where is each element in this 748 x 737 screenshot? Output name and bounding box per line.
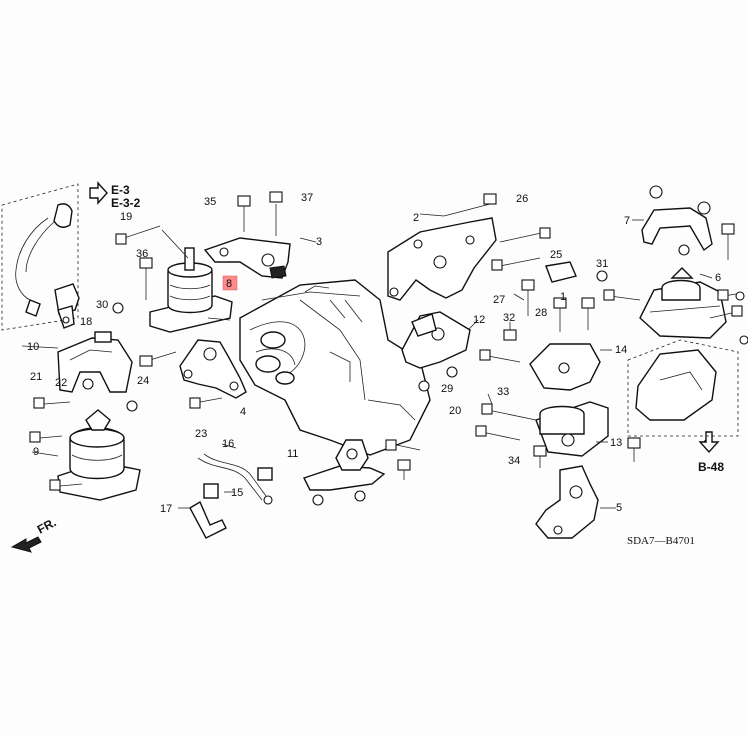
callout-13: 13 bbox=[610, 437, 622, 449]
callout-9: 9 bbox=[33, 446, 39, 458]
callout-29: 29 bbox=[441, 383, 453, 395]
callout-5: 5 bbox=[616, 502, 622, 514]
ref-b48-arrow bbox=[698, 431, 720, 454]
part-11-bracket bbox=[303, 439, 386, 491]
inset-hose-part bbox=[15, 203, 73, 317]
callout-23: 23 bbox=[195, 428, 207, 440]
callout-6: 6 bbox=[715, 272, 721, 284]
front-arrow bbox=[10, 536, 42, 553]
callout-2: 2 bbox=[413, 212, 419, 224]
ref-e3: E-3 bbox=[111, 183, 130, 197]
callout-7: 7 bbox=[624, 215, 630, 227]
part-14-bracket bbox=[529, 343, 601, 391]
diagram-code: SDA7—B4701 bbox=[627, 535, 695, 547]
callout-32: 32 bbox=[503, 312, 515, 324]
connectors bbox=[21, 213, 713, 509]
ref-e3-arrow bbox=[89, 181, 108, 205]
part-9-mount bbox=[57, 409, 141, 501]
callout-22: 22 bbox=[55, 377, 67, 389]
callout-17: 17 bbox=[160, 503, 172, 515]
part-6-mount bbox=[639, 267, 727, 339]
callout-19: 19 bbox=[120, 211, 132, 223]
callout-24: 24 bbox=[137, 375, 149, 387]
part-16-hose bbox=[189, 453, 273, 539]
part-12-mount bbox=[401, 311, 471, 369]
part-7-bracket bbox=[641, 207, 713, 252]
callout-15: 15 bbox=[231, 487, 243, 499]
callout-37: 37 bbox=[301, 192, 313, 204]
callout-35: 35 bbox=[204, 196, 216, 208]
callout-30: 30 bbox=[96, 299, 108, 311]
callout-10: 10 bbox=[27, 341, 39, 353]
callout-3: 3 bbox=[316, 236, 322, 248]
part-4-bracket bbox=[179, 339, 247, 399]
part-13-mount bbox=[535, 401, 609, 457]
ref-e3-2: E-3-2 bbox=[111, 196, 141, 210]
part-2-bracket bbox=[387, 217, 497, 301]
callout-14: 14 bbox=[615, 344, 627, 356]
front-label: FR. bbox=[35, 515, 59, 536]
callout-34: 34 bbox=[508, 455, 520, 467]
part-18-bracket bbox=[57, 305, 75, 329]
callout-18: 18 bbox=[80, 316, 92, 328]
part-5-bracket bbox=[535, 465, 599, 539]
part-8-mount bbox=[149, 247, 233, 333]
callout-8: 8 bbox=[226, 278, 232, 290]
callout-4: 4 bbox=[240, 406, 246, 418]
callout-31: 31 bbox=[596, 258, 608, 270]
callout-1: 1 bbox=[560, 291, 566, 303]
callout-28: 28 bbox=[535, 307, 547, 319]
bolt-set bbox=[29, 185, 748, 506]
b48-region bbox=[627, 339, 739, 437]
callout-12: 12 bbox=[473, 314, 485, 326]
ref-b48: B-48 bbox=[698, 460, 724, 474]
callout-25: 25 bbox=[550, 249, 562, 261]
part-10-mount bbox=[57, 331, 133, 393]
callout-20: 20 bbox=[449, 405, 461, 417]
engine-block bbox=[239, 279, 431, 456]
part-3-bracket bbox=[203, 237, 291, 279]
part-1-clip bbox=[545, 261, 577, 283]
callouts: 1 2 3 4 5 6 7 8 9 10 11 12 13 14 15 16 1… bbox=[27, 192, 721, 515]
callout-27: 27 bbox=[493, 294, 505, 306]
b48-part bbox=[635, 349, 717, 421]
callout-16: 16 bbox=[222, 438, 234, 450]
callout-36: 36 bbox=[136, 248, 148, 260]
callout-8-highlight bbox=[222, 275, 238, 291]
callout-11: 11 bbox=[287, 448, 298, 460]
callout-26: 26 bbox=[516, 193, 528, 205]
callout-33: 33 bbox=[497, 386, 509, 398]
inset-box bbox=[1, 183, 79, 331]
callout-21: 21 bbox=[30, 371, 42, 383]
